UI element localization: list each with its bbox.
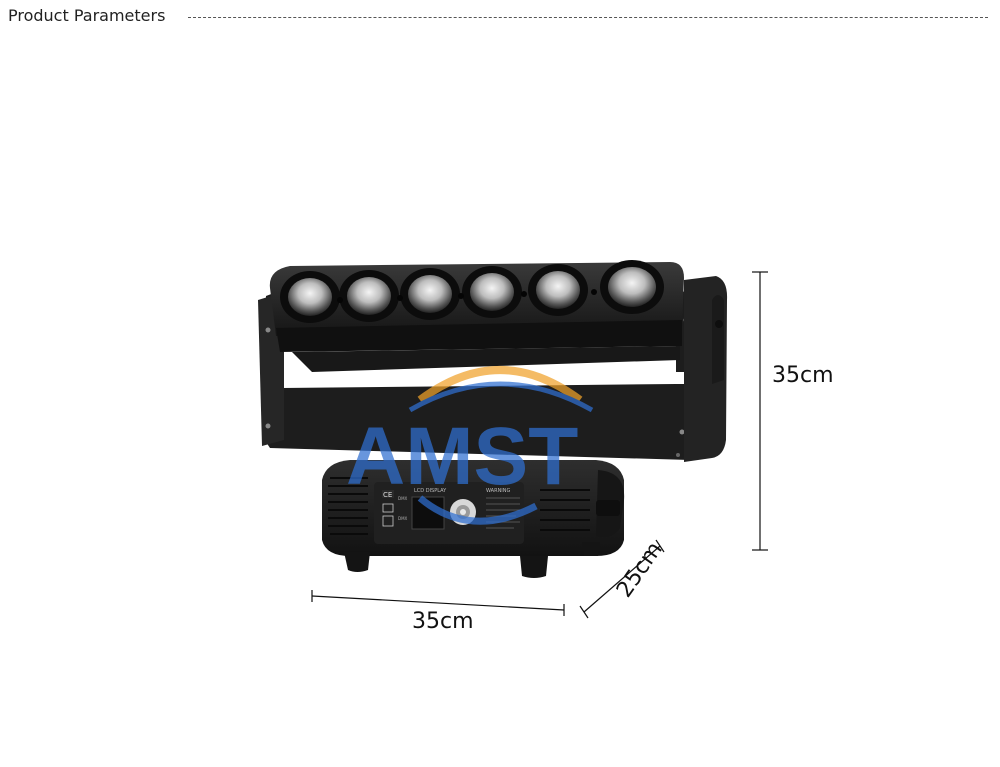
foot-back — [582, 542, 600, 556]
weee-icon — [382, 503, 394, 513]
lens-1 — [280, 271, 340, 323]
lens-3 — [400, 268, 460, 320]
lens-2 — [339, 270, 399, 322]
amst-watermark: AMST — [346, 366, 594, 525]
foot-right — [520, 556, 548, 578]
svg-text:CE: CE — [383, 491, 392, 499]
watermark-text: AMST — [346, 411, 578, 502]
header: Product Parameters — [0, 0, 1000, 34]
width-label: 35cm — [412, 609, 474, 634]
foot-left — [344, 552, 370, 572]
height-label: 35cm — [772, 363, 834, 388]
left-vent — [328, 477, 368, 535]
dashed-divider — [188, 17, 988, 18]
height-dimension — [752, 271, 768, 551]
ce-mark-icon: CE — [382, 490, 394, 499]
lens-4 — [462, 266, 522, 318]
lcd-label: LCD DISPLAY — [414, 488, 447, 494]
certification-icon — [382, 515, 394, 527]
lens-row — [280, 260, 664, 323]
side-end-cap — [684, 276, 728, 462]
dmx-out-label: DMX — [398, 516, 408, 521]
right-vent — [540, 489, 590, 531]
width-dimension — [311, 590, 565, 616]
warning-label: WARNING — [486, 488, 511, 494]
base-unit: LCD DISPLAY WARNING DMX DMX CE — [322, 460, 625, 578]
depth-dimension — [579, 539, 665, 619]
dmx-in-label: DMX — [398, 496, 408, 501]
lens-6 — [600, 260, 664, 314]
page-title: Product Parameters — [8, 6, 166, 25]
lens-5 — [528, 264, 588, 316]
